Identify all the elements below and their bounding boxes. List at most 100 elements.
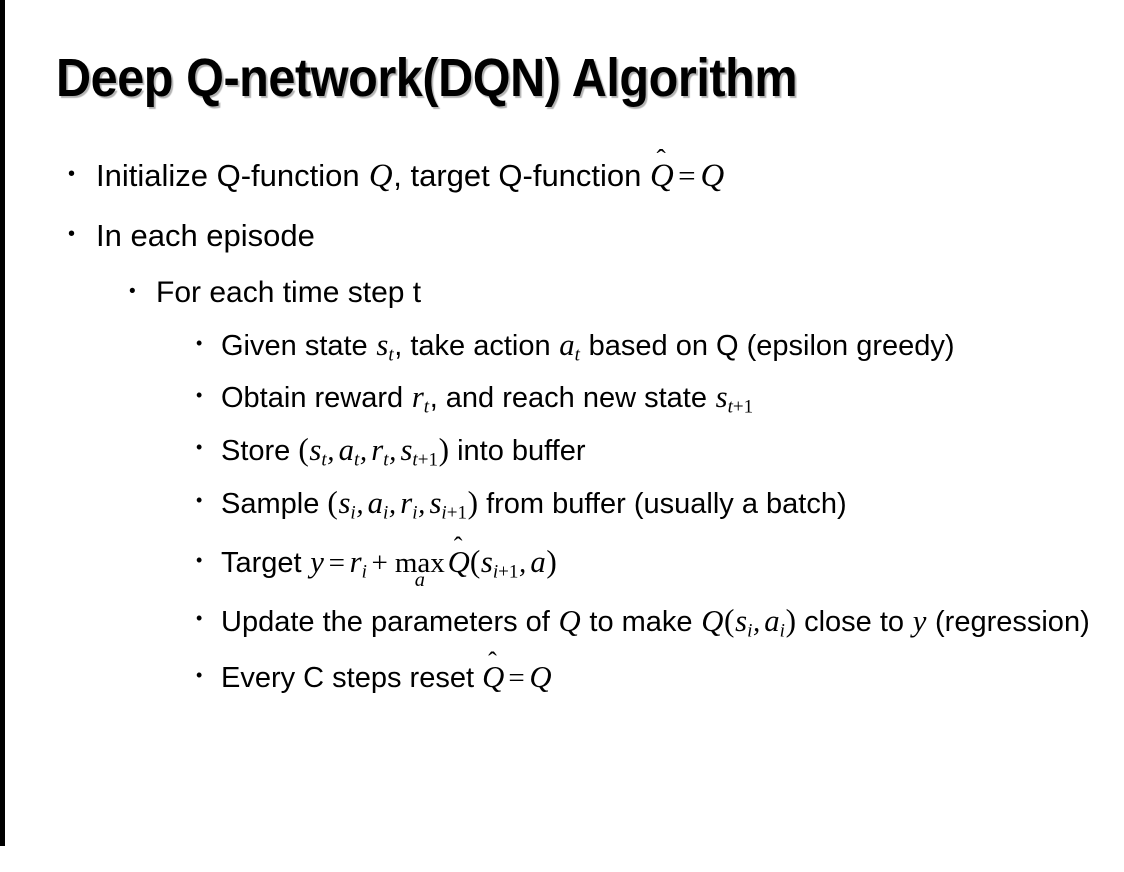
bullet-dot-icon: • xyxy=(196,665,203,685)
math-var-a: at xyxy=(338,433,360,469)
list-item-text: In each episode xyxy=(96,218,315,253)
math-var-r: ri xyxy=(400,486,418,524)
bullet-dot-icon: • xyxy=(196,385,203,405)
list-item-text: For each time step t xyxy=(156,276,422,309)
list-item-target: • Target y=ri+maxâQ(si+1,a) xyxy=(0,530,1124,595)
text-segment: close to xyxy=(796,606,913,638)
math-comma: , xyxy=(327,435,335,467)
math-var-y: y xyxy=(912,604,927,638)
math-subscript: t xyxy=(383,449,389,471)
list-item-store-into-buffer: • Store (st,at,rt,st+1) into buffer xyxy=(0,424,1124,477)
math-subscript: t xyxy=(574,344,580,366)
math-var-q-hat: ̂Q xyxy=(448,547,470,578)
math-var-s-base: s xyxy=(715,380,728,414)
math-var-s: st xyxy=(376,328,394,364)
math-var-r: rt xyxy=(411,380,430,418)
math-var-a: ai xyxy=(367,486,389,524)
math-var-base: s xyxy=(338,486,351,520)
math-subscript: i xyxy=(412,502,418,524)
math-var-q-hat-base: Q xyxy=(447,545,470,579)
text-segment: Initialize Q-function xyxy=(96,158,369,193)
math-var-q: Q xyxy=(558,604,581,638)
text-segment: , take action xyxy=(394,330,559,362)
math-var-base: s xyxy=(735,604,748,638)
math-paren-close: ) xyxy=(438,432,450,467)
math-var-base: s xyxy=(429,486,442,520)
math-var-q-hat-base: Q xyxy=(650,158,674,194)
math-var-s: st xyxy=(309,433,327,471)
math-var-base: s xyxy=(480,545,493,579)
bullet-dot-icon: • xyxy=(196,550,203,570)
math-comma: , xyxy=(519,547,527,579)
math-paren-open: ( xyxy=(327,485,338,520)
math-var-s-base: s xyxy=(376,328,389,362)
math-var-r: ri xyxy=(349,545,367,581)
math-subscript-offset: +1 xyxy=(417,449,438,471)
math-subscript: i xyxy=(383,502,389,524)
math-subscript: i xyxy=(350,502,356,524)
text-segment: , target Q-function xyxy=(393,158,651,193)
text-segment: from buffer (usually a batch) xyxy=(478,488,847,520)
list-item-obtain-reward: • Obtain reward rt, and reach new state … xyxy=(0,372,1124,424)
math-comma: , xyxy=(388,488,397,520)
bullet-dot-icon: • xyxy=(196,608,203,628)
list-item-text: Every C steps reset ̂Q=Q xyxy=(221,648,1096,707)
math-var-q: Q xyxy=(368,158,393,194)
math-paren-close: ) xyxy=(546,544,557,579)
math-subscript: t+1 xyxy=(412,449,438,470)
math-operator-equals: = xyxy=(508,662,525,694)
math-var-base: a xyxy=(367,486,384,520)
math-comma: , xyxy=(359,435,368,467)
math-subscript: i+1 xyxy=(493,561,519,582)
math-paren-open: ( xyxy=(469,544,481,579)
math-var-r-base: r xyxy=(411,380,424,414)
math-var-q: Q xyxy=(529,660,552,694)
bullet-list: • Initialize Q-function Q, target Q-func… xyxy=(0,146,1124,707)
text-segment: to make xyxy=(581,606,701,638)
math-subscript: t xyxy=(423,396,430,418)
math-subscript-offset: +1 xyxy=(498,561,519,583)
math-operator-equals: = xyxy=(328,547,345,579)
math-subscript-index: t xyxy=(727,396,733,418)
math-operator-equals: = xyxy=(678,158,696,193)
math-var-r: rt xyxy=(371,433,389,471)
math-subscript-offset: +1 xyxy=(446,502,467,524)
list-item-text: Given state st, take action at based on … xyxy=(221,320,1096,372)
math-paren-open: ( xyxy=(724,603,735,638)
math-var-base: a xyxy=(338,433,354,467)
text-segment: Obtain reward xyxy=(221,382,412,414)
math-var-a: at xyxy=(559,328,581,366)
math-var-s-next: st+1 xyxy=(715,380,754,418)
math-var-q-hat-base: Q xyxy=(482,660,505,694)
math-var-base: a xyxy=(764,604,780,638)
math-var-base: r xyxy=(349,545,362,579)
list-item-in-each-episode: • In each episode xyxy=(0,206,1124,266)
math-paren-close: ) xyxy=(467,485,479,520)
bullet-dot-icon: • xyxy=(196,437,203,457)
text-segment: Store xyxy=(221,435,299,467)
math-subscript: i xyxy=(747,620,753,642)
math-subscript: t xyxy=(321,449,327,471)
math-var-base: s xyxy=(309,433,322,467)
bullet-dot-icon: • xyxy=(196,490,203,510)
list-item-reset-target-network: • Every C steps reset ̂Q=Q xyxy=(0,648,1124,707)
bullet-dot-icon: • xyxy=(68,163,76,185)
list-item-text: Initialize Q-function Q, target Q-functi… xyxy=(96,146,1096,206)
text-segment: into buffer xyxy=(449,435,586,467)
math-var-base: r xyxy=(371,433,384,467)
math-var-a-base: a xyxy=(559,328,575,362)
math-var-q: Q xyxy=(700,158,725,194)
math-var-a: ai xyxy=(764,604,786,642)
text-segment: , and reach new state xyxy=(429,382,716,414)
math-paren-open: ( xyxy=(298,432,309,467)
list-item-update-parameters: • Update the parameters of Q to make Q(s… xyxy=(0,595,1124,648)
list-item-text: Store (st,at,rt,st+1) into buffer xyxy=(221,424,1096,477)
text-segment: based on Q (epsilon greedy) xyxy=(580,330,955,362)
math-subscript-index: i xyxy=(492,561,499,583)
list-item-text: Target y=ri+maxâQ(si+1,a) xyxy=(221,530,1096,595)
math-subscript: i+1 xyxy=(441,502,467,523)
math-subscript: i xyxy=(779,620,785,642)
bullet-dot-icon: • xyxy=(196,333,203,353)
math-operator-plus: + xyxy=(371,547,388,579)
text-segment: (regression) xyxy=(926,606,1090,638)
